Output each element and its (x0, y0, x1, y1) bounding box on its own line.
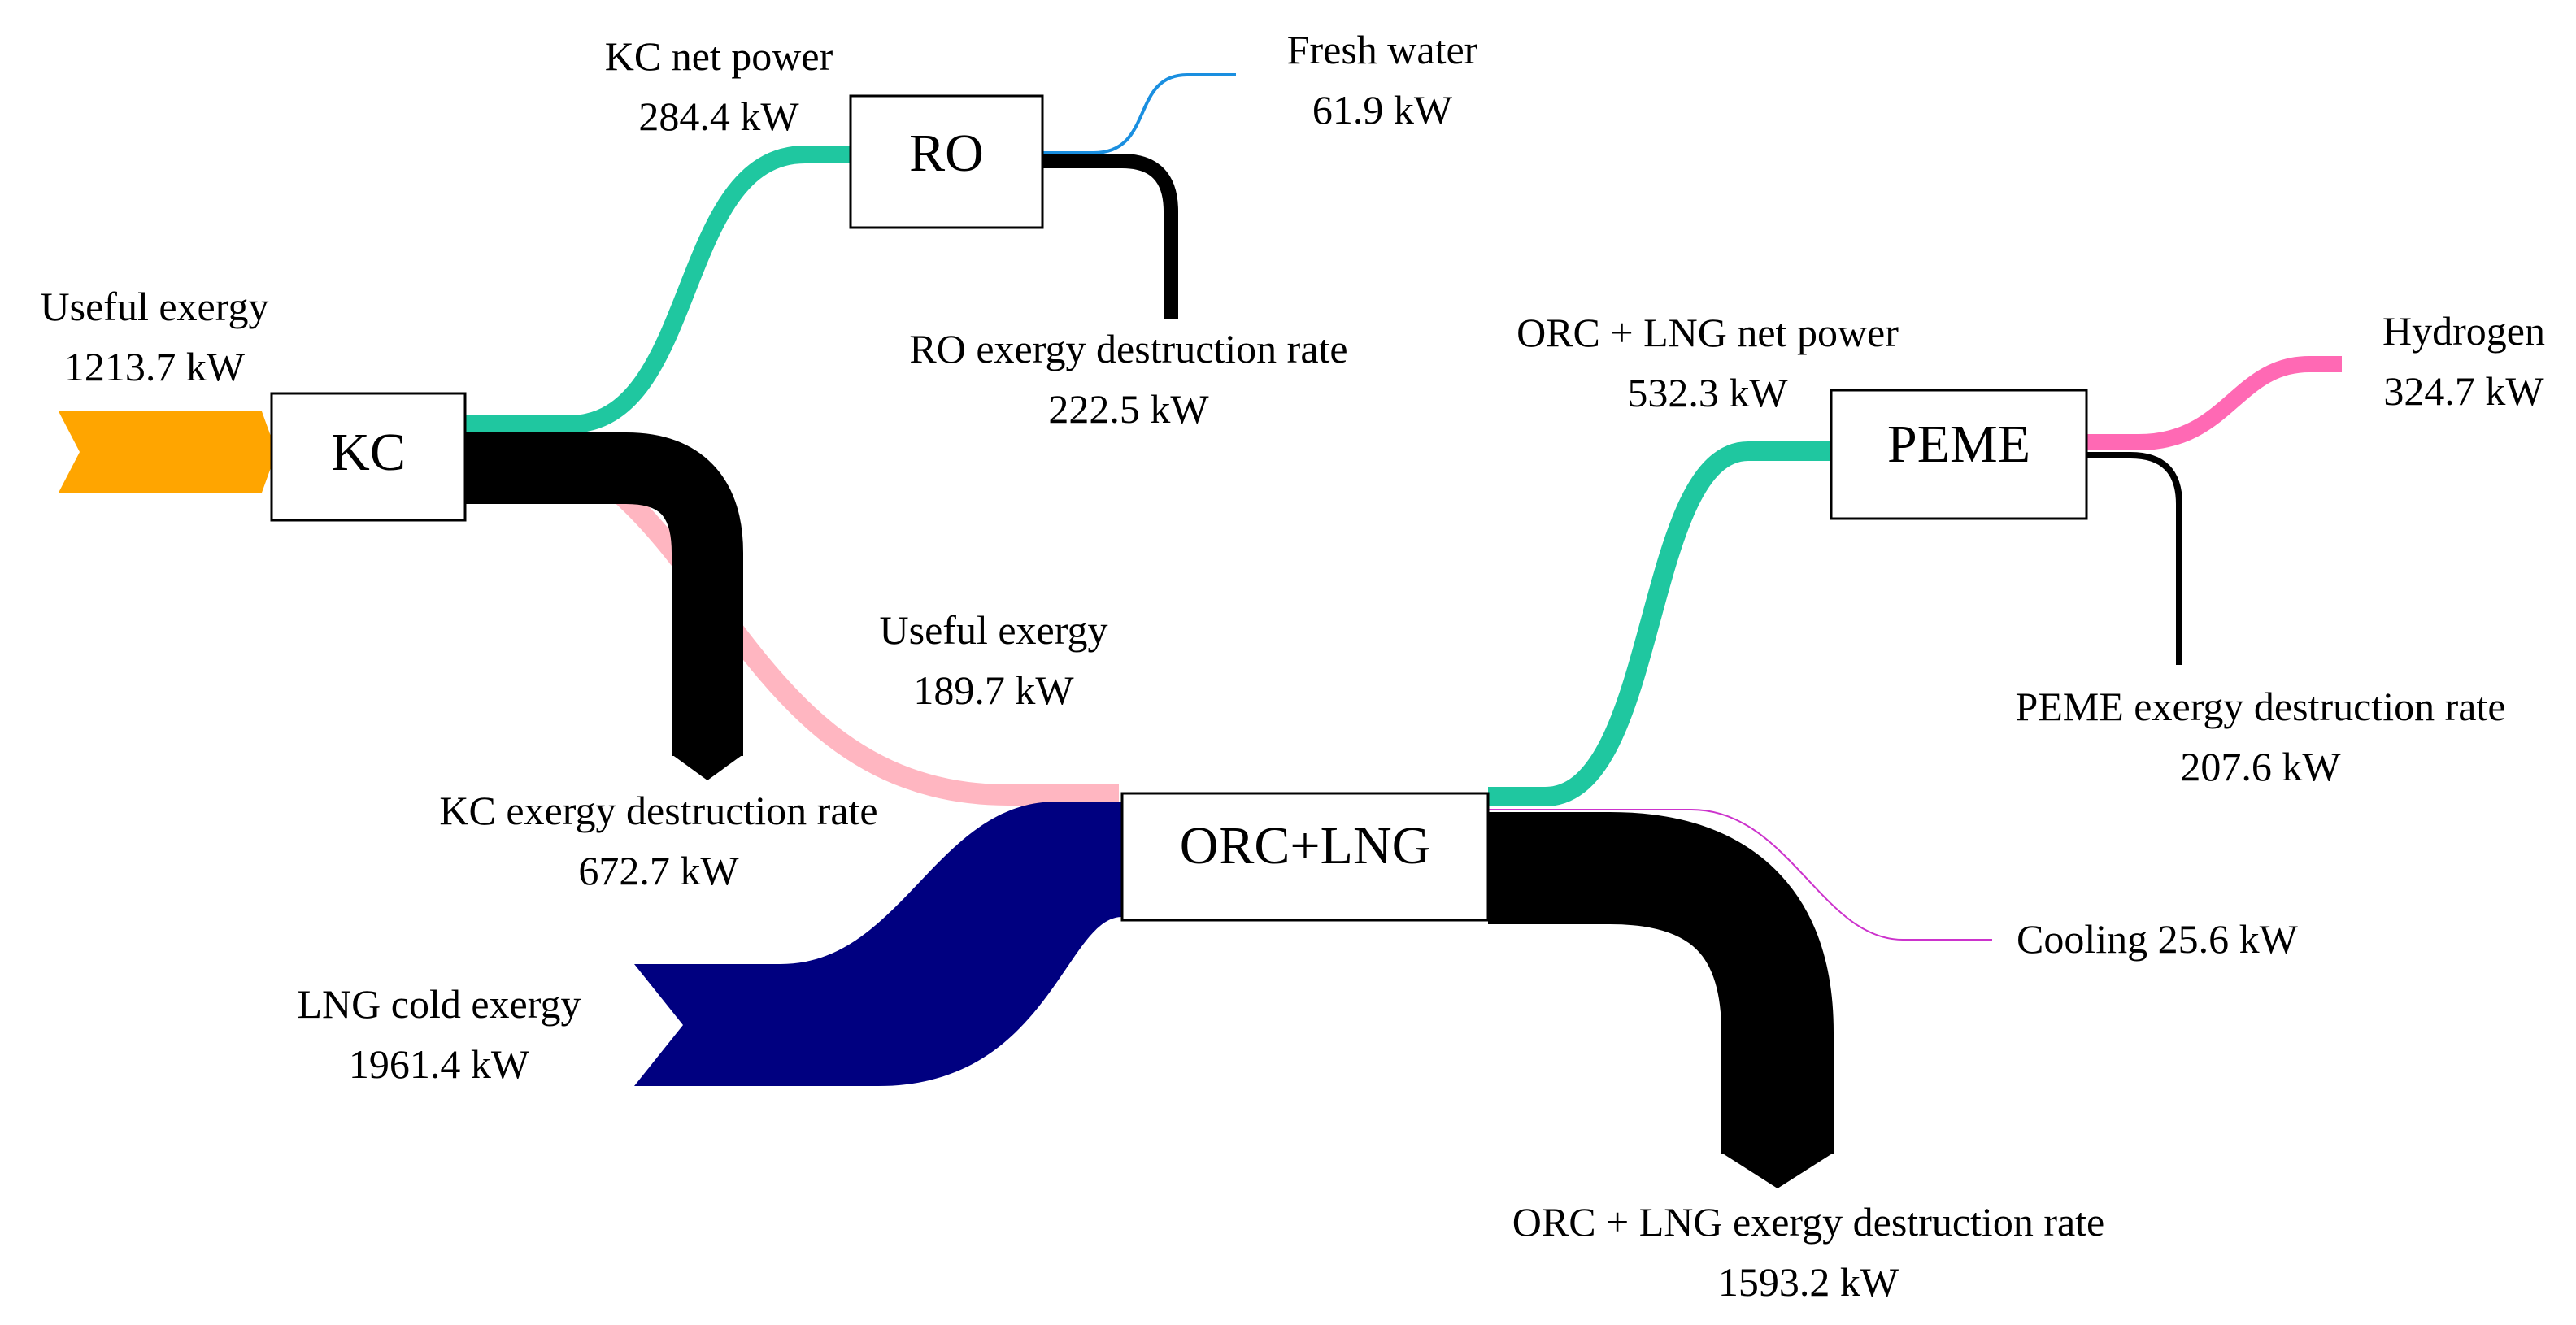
kc-input-value: 1213.7 kW (64, 344, 246, 389)
hydrogen-flow (2086, 356, 2342, 450)
node-orc-lng-label: ORC+LNG (1180, 816, 1431, 875)
kc-destruction-label: KC exergy destruction rate (439, 788, 877, 833)
node-peme: PEME (1830, 389, 2088, 520)
kc-useful-exergy-value: 189.7 kW (913, 667, 1074, 713)
kc-destruction-value: 672.7 kW (578, 848, 739, 893)
kc-destruction-flow (465, 432, 743, 756)
kc-input-label: Useful exergy (41, 284, 269, 329)
node-ro: RO (849, 94, 1044, 229)
cooling-label: Cooling 25.6 kW (2017, 916, 2299, 962)
kc-input-flow (59, 411, 276, 493)
node-kc-label: KC (331, 423, 406, 482)
lng-cold-label: LNG cold exergy (298, 981, 581, 1027)
ro-destruction-value: 222.5 kW (1048, 386, 1209, 432)
orc-destruction-value: 1593.2 kW (1718, 1259, 1899, 1305)
kc-net-power-label: KC net power (605, 33, 833, 79)
fresh-water-label: Fresh water (1287, 27, 1478, 72)
ro-destruction-flow (1042, 154, 1178, 319)
peme-destruction-flow (2086, 452, 2182, 665)
cooling-flow (1488, 809, 1992, 941)
kc-net-power-value: 284.4 kW (638, 93, 799, 139)
orc-net-power-flow (1488, 441, 1831, 806)
fresh-water-value: 61.9 kW (1312, 87, 1453, 132)
node-kc: KC (270, 392, 467, 522)
peme-destruction-label: PEME exergy destruction rate (2015, 684, 2505, 729)
orc-net-power-value: 532.3 kW (1627, 370, 1788, 415)
lng-cold-flow (634, 802, 1122, 1086)
hydrogen-value: 324.7 kW (2383, 368, 2544, 414)
orc-net-power-label: ORC + LNG net power (1516, 310, 1899, 355)
orc-destruction-label: ORC + LNG exergy destruction rate (1512, 1199, 2105, 1245)
node-ro-label: RO (909, 124, 984, 183)
node-peme-label: PEME (1887, 415, 2030, 474)
ro-destruction-label: RO exergy destruction rate (909, 326, 1347, 371)
lng-cold-value: 1961.4 kW (349, 1041, 530, 1087)
kc-net-power-flow (465, 146, 851, 433)
orc-destruction-arrowhead (1721, 1153, 1834, 1188)
peme-destruction-value: 207.6 kW (2180, 744, 2341, 789)
node-orc-lng: ORC+LNG (1120, 792, 1490, 922)
kc-destruction-arrowhead (672, 754, 743, 780)
hydrogen-label: Hydrogen (2382, 308, 2545, 354)
fresh-water-flow (1042, 73, 1236, 154)
orc-destruction-flow (1488, 812, 1834, 1154)
kc-useful-exergy-label: Useful exergy (880, 607, 1108, 653)
